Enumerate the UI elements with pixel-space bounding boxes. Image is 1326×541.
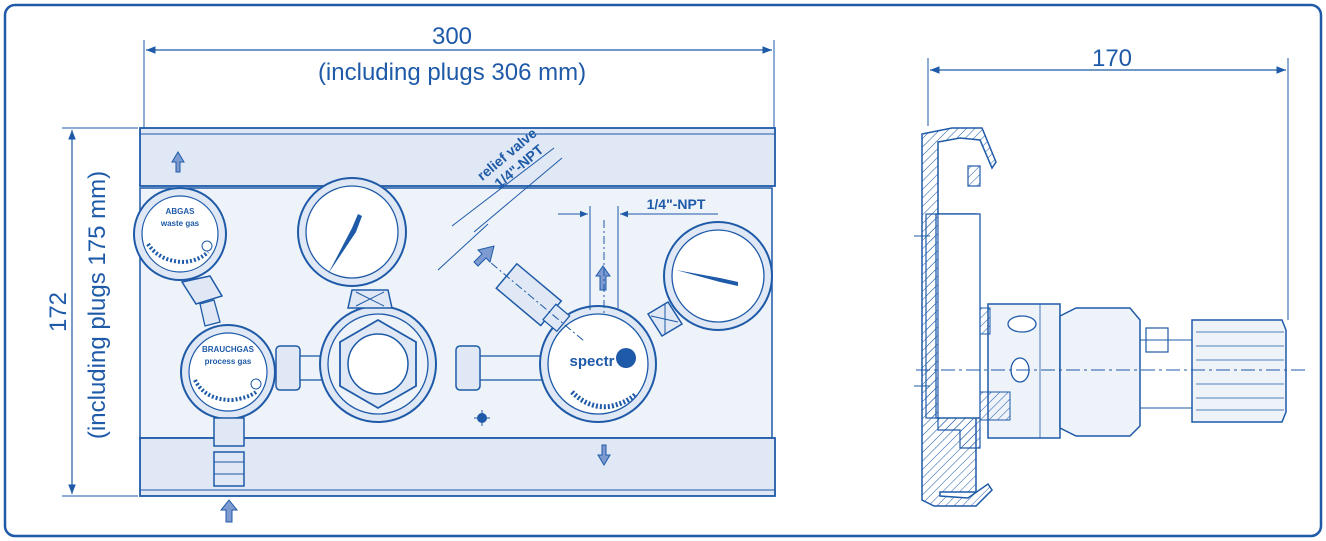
inlet-pressure-gauge bbox=[297, 177, 407, 287]
crosshair-icon bbox=[474, 410, 490, 426]
waste-gauge-title: ABGAS bbox=[166, 207, 196, 216]
center-regulator bbox=[319, 305, 437, 423]
waste-connector bbox=[180, 275, 224, 305]
adjusting-knob bbox=[1191, 319, 1287, 423]
height-note: (including plugs 175 mm) bbox=[84, 171, 111, 439]
right-pipe-nut bbox=[455, 345, 481, 391]
brand-label: spectr bbox=[569, 353, 614, 370]
side-view: 170 bbox=[914, 45, 1306, 507]
outlet-thread-label: 1/4"-NPT bbox=[647, 196, 706, 212]
front-view: 300 (including plugs 306 mm) 172 (includ… bbox=[45, 23, 776, 523]
height-dimension: 172 bbox=[45, 292, 72, 332]
depth-dimension: 170 bbox=[1092, 45, 1132, 72]
down-arrow-icon bbox=[597, 444, 611, 466]
process-gauge-subtitle: process gas bbox=[205, 357, 252, 366]
bottom-rail bbox=[139, 437, 776, 497]
relief-valve bbox=[490, 262, 584, 341]
output-regulator: spectr bbox=[539, 305, 657, 423]
outlet-pressure-gauge bbox=[663, 221, 773, 331]
drawing-border bbox=[3, 3, 1323, 538]
inlet-arrow-icon bbox=[219, 499, 239, 523]
process-gauge-title: BRAUCHGAS bbox=[202, 345, 255, 354]
brand-dot-icon bbox=[616, 348, 636, 368]
top-rail bbox=[139, 127, 776, 187]
up-arrow-icon bbox=[171, 151, 185, 173]
relief-arrow-icon bbox=[473, 245, 495, 267]
width-note: (including plugs 306 mm) bbox=[318, 59, 586, 86]
regulator-bonnet bbox=[1059, 307, 1141, 437]
right-pipe bbox=[473, 355, 545, 381]
outlet-up-arrow-icon bbox=[595, 265, 611, 291]
inlet-fitting-lower bbox=[213, 451, 245, 487]
waste-gauge-subtitle: waste gas bbox=[160, 219, 200, 228]
inlet-fitting-upper bbox=[213, 417, 245, 447]
waste-gas-gauge: ABGAS waste gas bbox=[133, 187, 227, 281]
width-dimension: 300 bbox=[432, 23, 472, 50]
left-pipe-nut bbox=[275, 345, 301, 391]
process-gas-gauge: BRAUCHGAS process gas bbox=[180, 324, 276, 420]
